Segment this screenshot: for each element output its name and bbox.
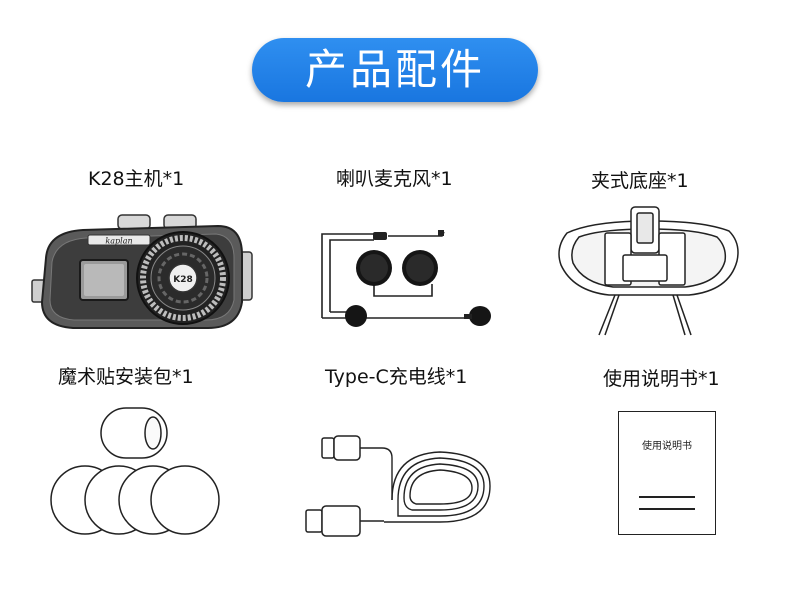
section-title-banner: 产品配件 <box>252 38 538 102</box>
section-title: 产品配件 <box>304 45 485 94</box>
item-label-headset: K28主机*1 <box>88 168 185 190</box>
manual-title: 使用说明书 <box>642 441 692 452</box>
item-label-velcro-kit: 魔术贴安装包*1 <box>58 366 194 388</box>
manual-line <box>639 508 695 510</box>
headset-illustration: kaplan K28 <box>31 214 253 329</box>
item-label-clip-mount: 夹式底座*1 <box>591 170 689 192</box>
clip-mount-illustration <box>558 206 739 336</box>
velcro-kit-illustration <box>50 407 220 535</box>
manual-line <box>639 496 695 498</box>
device-badge: K28 <box>173 275 193 285</box>
manual-booklet: 使用说明书 <box>618 411 716 535</box>
usb-cable-illustration <box>305 435 491 537</box>
brand-text: kaplan <box>105 237 132 246</box>
item-label-manual: 使用说明书*1 <box>603 368 720 390</box>
item-label-speaker-mic: 喇叭麦克风*1 <box>336 168 453 190</box>
speaker-mic-illustration <box>321 230 491 327</box>
item-label-usb-cable: Type-C充电线*1 <box>325 366 468 388</box>
